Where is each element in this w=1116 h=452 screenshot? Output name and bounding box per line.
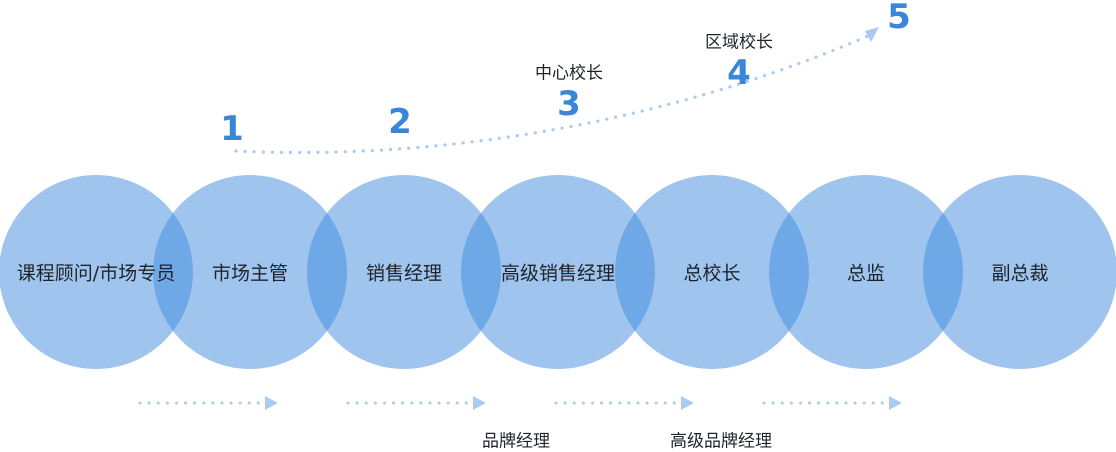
circle-node (153, 175, 347, 369)
circle-node (0, 175, 193, 369)
bottom-arrowhead (889, 396, 902, 410)
step-number-4: 4 (727, 53, 751, 93)
bottom-arrowhead (681, 396, 694, 410)
circle-label-marketing-supervisor: 市场主管 (211, 262, 289, 285)
step-number-5: 5 (887, 0, 911, 37)
circle-label-principal: 总校长 (683, 262, 741, 285)
circle-label-vice-president: 副总裁 (991, 262, 1049, 285)
step-number-1: 1 (220, 109, 244, 149)
branch-label-brand-manager: 品牌经理 (482, 431, 550, 452)
bottom-arrowhead (265, 396, 278, 410)
bottom-arrows-group (138, 396, 902, 410)
circle-node (307, 175, 501, 369)
circle-label-senior-sales-manager: 高级销售经理 (500, 262, 616, 285)
growth-curve-dotted (234, 34, 870, 155)
step-number-2: 2 (388, 102, 412, 142)
circle-label-sales-manager: 销售经理 (365, 262, 443, 285)
circle-label-director: 总监 (846, 262, 886, 285)
growth-curve-arrowhead (865, 27, 879, 42)
step-title-regional-principal: 区域校长 (705, 32, 773, 53)
circle-node (923, 175, 1116, 369)
circle-node (769, 175, 963, 369)
circle-node (615, 175, 809, 369)
step-title-center-principal: 中心校长 (535, 63, 603, 84)
step-number-3: 3 (557, 84, 581, 124)
bottom-arrowhead (473, 396, 486, 410)
circles-group (0, 175, 1116, 369)
circle-node (461, 175, 655, 369)
branch-label-senior-brand-manager: 高级品牌经理 (670, 431, 772, 452)
circle-label-course-consultant: 课程顾问/市场专员 (16, 262, 176, 285)
